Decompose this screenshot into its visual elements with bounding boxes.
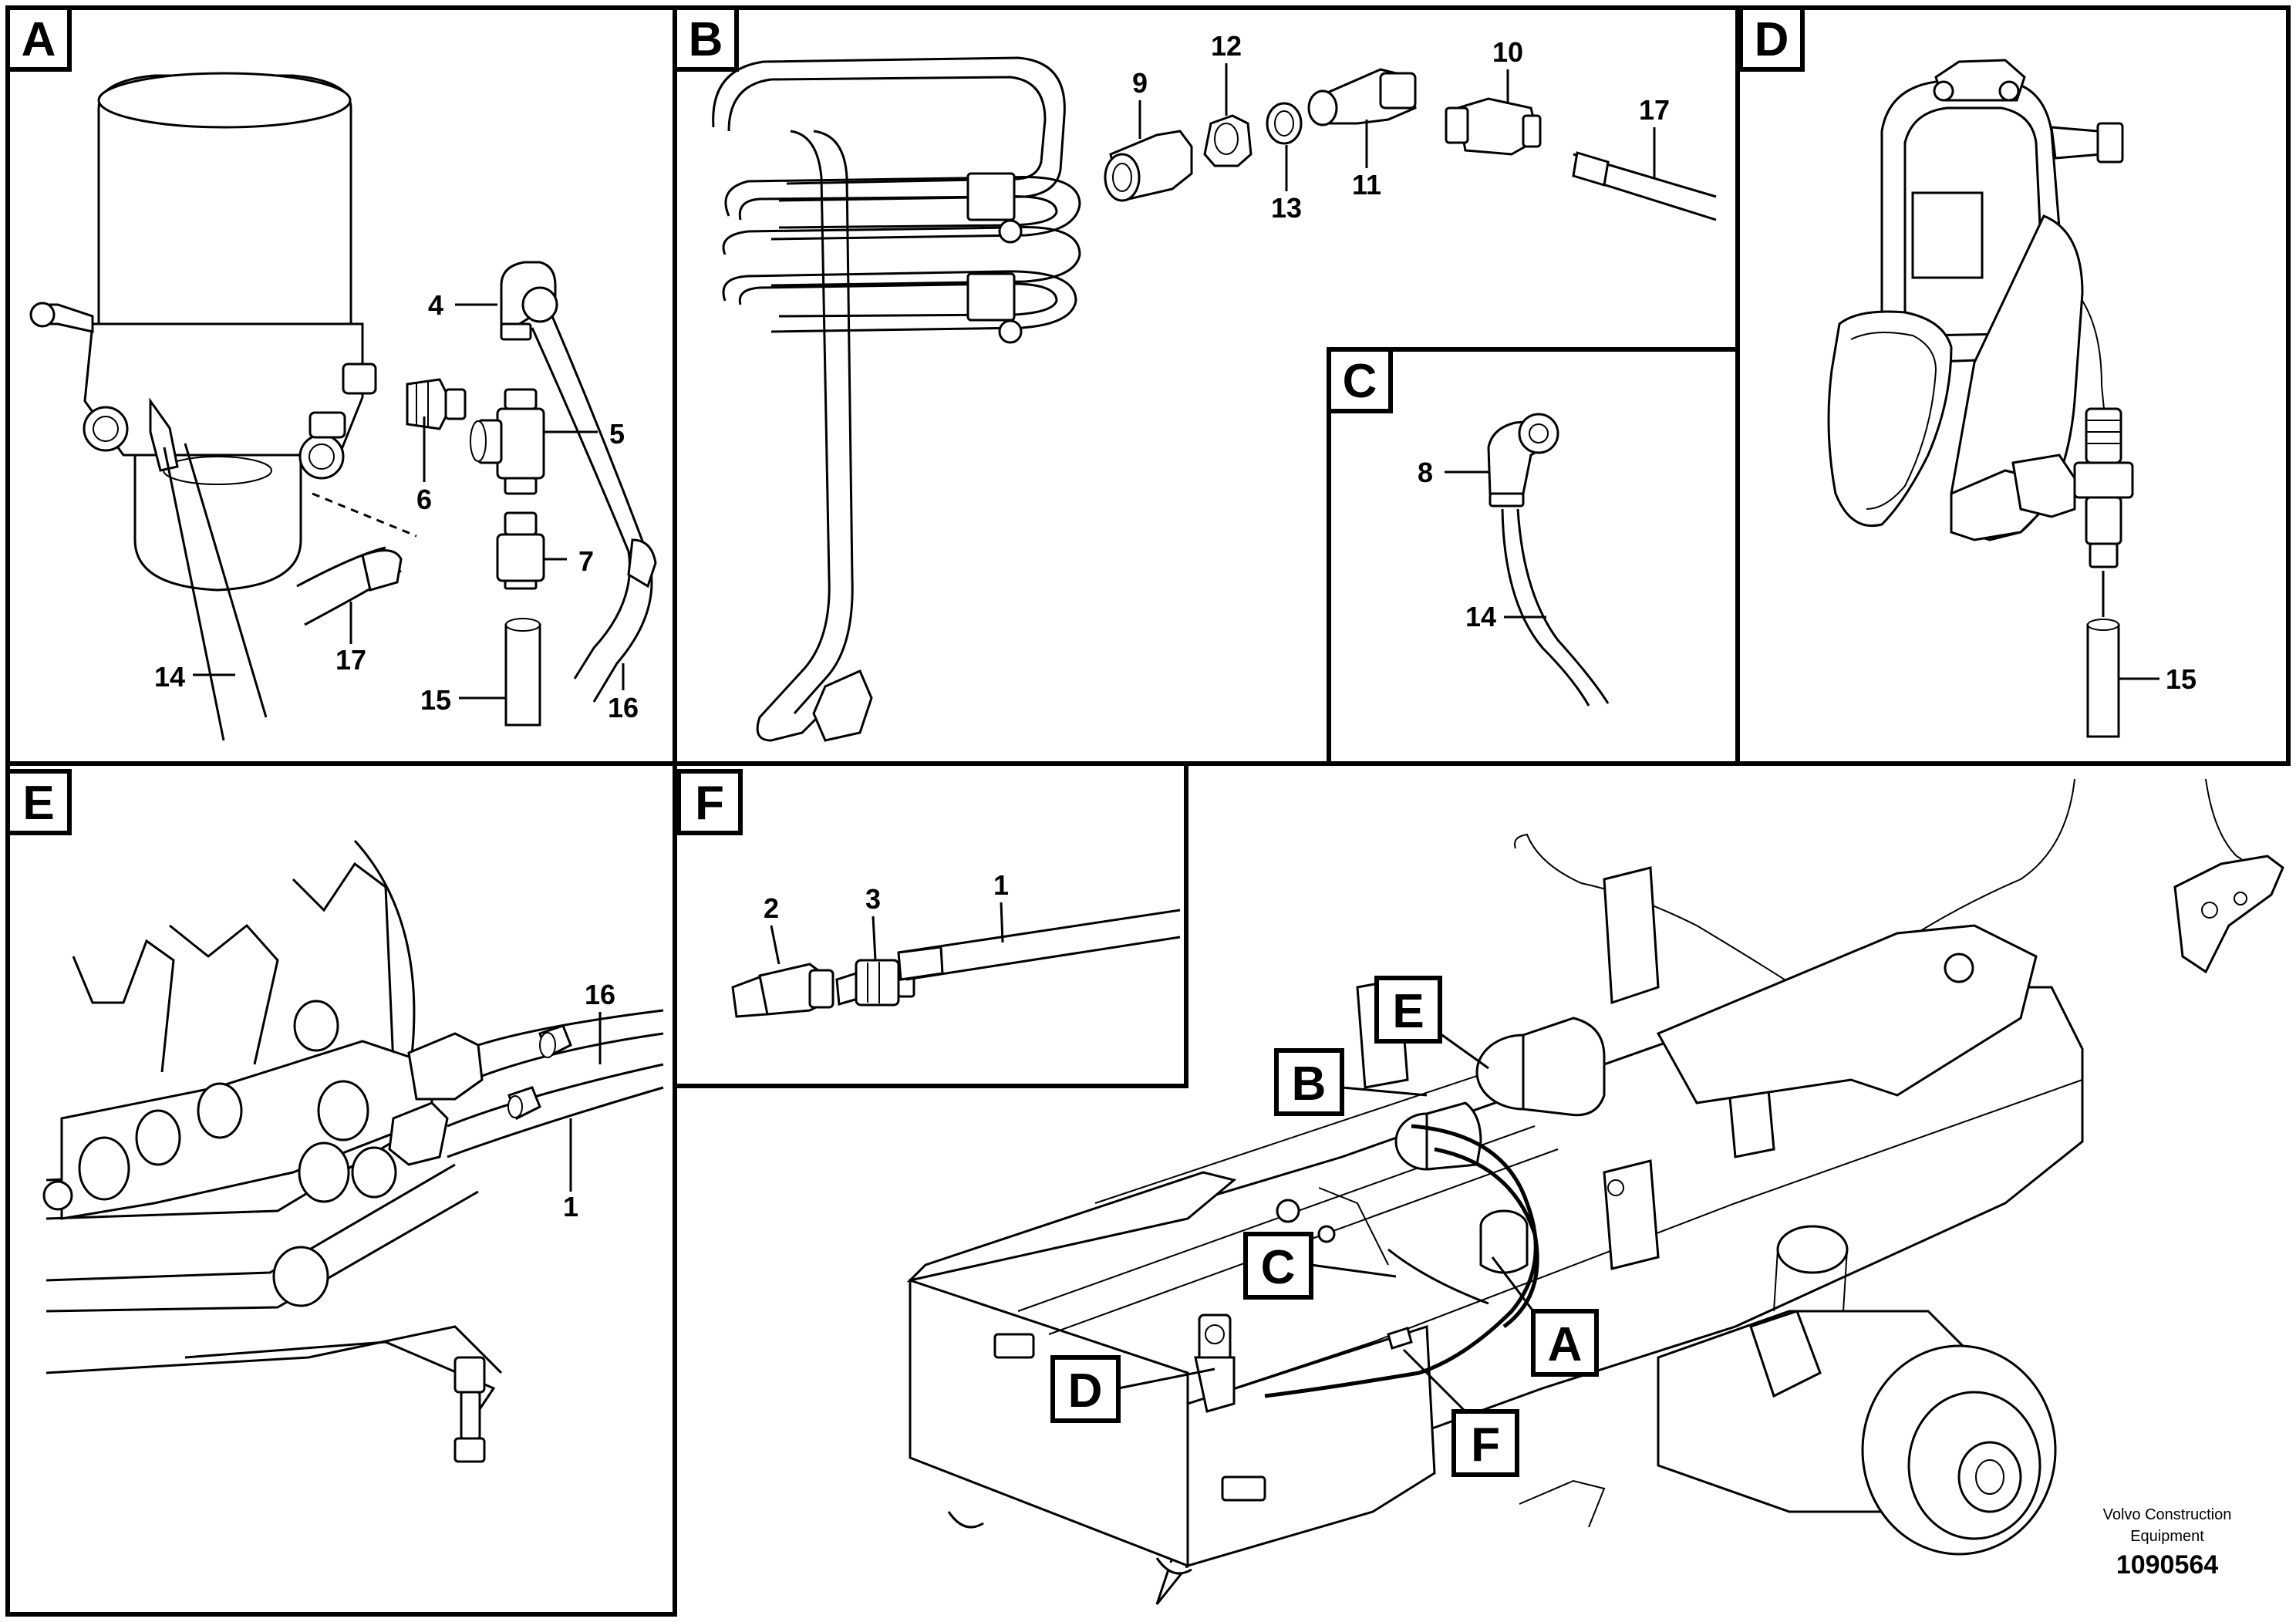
- washer-13: [1266, 102, 1303, 145]
- overview-assembly: [906, 778, 2284, 1605]
- callout-15: 15: [420, 684, 451, 716]
- panel-c-tag: C: [1327, 347, 1393, 413]
- hose-17-b: [1572, 151, 1717, 221]
- callout-6: 6: [416, 484, 432, 515]
- panel-f-label: F: [695, 777, 724, 830]
- panel-e-label: E: [22, 777, 54, 830]
- locator-d-label: D: [1068, 1364, 1103, 1418]
- hoses-a: [163, 315, 657, 741]
- panel-a: A: [5, 5, 657, 741]
- hose-1-f: [897, 909, 1181, 981]
- hose-14-c: [1501, 508, 1590, 706]
- locator-tags: E B C A D F: [1050, 976, 1599, 1477]
- panel-d-label: D: [1755, 13, 1789, 66]
- locator-e-label: E: [1392, 985, 1424, 1038]
- callout-12: 12: [1211, 30, 1242, 62]
- air-dryer-unit: [29, 72, 377, 592]
- callout-13: 13: [1271, 192, 1302, 224]
- panel-d-frame: [1738, 5, 2291, 766]
- locator-d: D: [1050, 1355, 1215, 1423]
- nut-12: [1203, 114, 1253, 167]
- connector-10: [1445, 97, 1542, 156]
- connector-3: [835, 959, 915, 1007]
- connector-2: [731, 963, 834, 1018]
- panel-b-label: B: [689, 13, 723, 66]
- callout-1-e: 1: [563, 1191, 578, 1222]
- drawing-footer: Volvo Construction Equipment 1090564: [2103, 1506, 2232, 1580]
- callout-17: 17: [335, 644, 366, 676]
- connector-7: [496, 511, 545, 590]
- callout-16-e: 16: [585, 979, 615, 1010]
- panel-e-frame: [5, 761, 677, 1617]
- callout-17-b: 17: [1639, 94, 1670, 126]
- panel-d-tag: D: [1738, 5, 1805, 72]
- panel-f-tag: F: [676, 769, 743, 835]
- locator-e: E: [1374, 976, 1489, 1070]
- hose-15-d: [2086, 571, 2120, 738]
- callout-11: 11: [1352, 169, 1381, 201]
- panel-e-callouts: 16 1: [563, 979, 615, 1222]
- panel-e-tag: E: [5, 769, 72, 835]
- panel-b-tag: B: [673, 5, 739, 72]
- panel-b-callouts: 9 12 13 11 10 17: [1132, 30, 1670, 224]
- panel-d: D 15: [1738, 5, 2197, 738]
- callout-3: 3: [865, 883, 881, 915]
- locator-f-label: F: [1471, 1418, 1500, 1472]
- elbow-11: [1307, 68, 1417, 126]
- panel-f-callouts: 2 3 1: [764, 869, 1009, 965]
- panel-c-label: C: [1343, 355, 1377, 408]
- panel-a-tag: A: [5, 5, 72, 72]
- callout-4: 4: [428, 289, 443, 321]
- callout-9: 9: [1132, 67, 1148, 99]
- air-horn: [1827, 59, 2134, 568]
- locator-b-label: B: [1292, 1057, 1327, 1111]
- cooling-coil: [712, 56, 1081, 742]
- locator-b: B: [1274, 1048, 1428, 1116]
- panel-a-callouts: 4 5 6 7 14 17 15 16: [154, 289, 639, 723]
- panel-f: F 2 3 1: [676, 769, 1181, 1018]
- callout-1-f: 1: [993, 869, 1009, 901]
- locator-c-label: C: [1261, 1241, 1296, 1294]
- panel-borders: [5, 5, 2291, 1617]
- drawing-number: 1090564: [2116, 1550, 2218, 1580]
- callout-10: 10: [1492, 36, 1523, 68]
- callout-8: 8: [1418, 457, 1433, 488]
- locator-c: C: [1243, 1232, 1397, 1300]
- callout-7: 7: [578, 545, 594, 577]
- panel-c-callouts: 8 14: [1418, 457, 1546, 632]
- callout-5: 5: [609, 418, 625, 450]
- elbow-8: [1487, 413, 1559, 508]
- panel-b-frame: [675, 5, 1740, 766]
- tee-5: [470, 388, 545, 495]
- panel-f-frame: [673, 761, 1188, 1088]
- locator-a-label: A: [1548, 1318, 1583, 1371]
- callout-15-d: 15: [2166, 663, 2197, 695]
- callout-16: 16: [608, 692, 639, 723]
- panel-c: C 8 14: [1327, 347, 1610, 706]
- callout-14: 14: [154, 661, 185, 693]
- fitting-6: [406, 378, 467, 430]
- panel-e: E: [5, 769, 664, 1463]
- panel-d-callouts: 15: [2119, 663, 2197, 695]
- hoses-e: [447, 1009, 664, 1158]
- callout-14-c: 14: [1465, 601, 1496, 632]
- valve-block: [42, 839, 503, 1463]
- locator-a: A: [1491, 1256, 1599, 1377]
- fitting-9: [1104, 130, 1193, 202]
- locator-f: F: [1402, 1348, 1519, 1477]
- company-name-line1: Volvo Construction: [2103, 1506, 2232, 1523]
- panel-a-label: A: [22, 13, 56, 66]
- elbow-4: [500, 261, 558, 341]
- panel-b: B: [673, 5, 1717, 742]
- callout-2: 2: [764, 892, 779, 924]
- company-name-line2: Equipment: [2130, 1528, 2204, 1545]
